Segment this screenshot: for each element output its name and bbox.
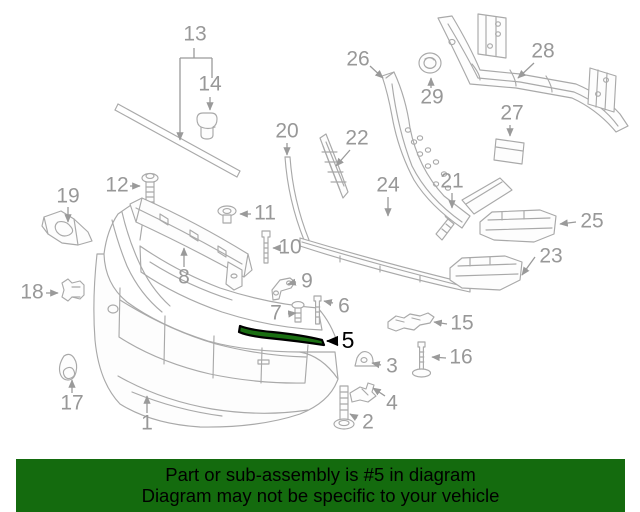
callout-28: 28 <box>531 40 554 63</box>
part-8-upper-reinforcement <box>129 197 253 291</box>
part-4-stud-clip <box>349 382 377 403</box>
part-6-bolt <box>313 295 322 325</box>
callout-1: 1 <box>141 412 153 435</box>
part-14-push-clip <box>196 112 218 140</box>
part-23-side-grille <box>449 255 523 291</box>
callout-numbers: 1 2 3 4 5 6 7 8 9 10 11 12 13 14 15 16 1… <box>20 23 603 435</box>
part-13-molding-strip <box>114 103 241 178</box>
part-11-grommet <box>217 205 237 224</box>
callout-20: 20 <box>275 120 298 143</box>
part-7-screw <box>291 301 305 323</box>
callout-7: 7 <box>270 302 282 325</box>
callout-10: 10 <box>278 236 301 259</box>
callout-2: 2 <box>362 411 374 434</box>
callout-19: 19 <box>56 185 79 208</box>
diagram-notice-banner: Part or sub-assembly is #5 in diagram Di… <box>16 459 625 512</box>
callout-18: 18 <box>20 281 43 304</box>
callout-21: 21 <box>440 170 463 193</box>
callout-25: 25 <box>580 210 603 233</box>
callout-15: 15 <box>450 312 473 335</box>
callout-5-highlighted: 5 <box>342 327 355 353</box>
callout-26: 26 <box>346 48 369 71</box>
part-22-grille-section <box>319 133 349 199</box>
part-20-side-trim <box>284 156 310 241</box>
callout-8: 8 <box>178 266 190 289</box>
part-24-lower-moulding <box>299 237 471 293</box>
callout-4: 4 <box>386 392 398 415</box>
callout-17: 17 <box>60 392 83 415</box>
part-25-upper-side-grille <box>479 209 557 243</box>
callout-27: 27 <box>500 102 523 125</box>
part-15-retainer <box>387 312 435 332</box>
notice-line-2: Diagram may not be specific to your vehi… <box>141 484 500 506</box>
part-10-long-bolt <box>261 230 271 264</box>
part-9-bracket <box>271 277 296 301</box>
callout-12: 12 <box>105 174 128 197</box>
callout-3: 3 <box>386 355 398 378</box>
callout-9: 9 <box>301 270 313 293</box>
callout-22: 22 <box>345 127 368 150</box>
part-29-fastener <box>418 52 442 74</box>
part-5-highlighted-trim-strip <box>237 324 326 347</box>
callout-16: 16 <box>449 346 472 369</box>
callout-11: 11 <box>254 202 276 225</box>
part-27-plate <box>493 138 525 165</box>
callout-24: 24 <box>376 174 400 197</box>
part-18-clip <box>61 278 85 302</box>
notice-line-1: Part or sub-assembly is #5 in diagram <box>165 463 476 485</box>
leader-lines <box>46 48 577 422</box>
callout-23: 23 <box>539 245 562 268</box>
part-28-impact-bar-right <box>437 13 629 133</box>
part-16-bolt <box>411 341 432 378</box>
part-26-impact-bar-left <box>381 71 513 229</box>
part-2-flange-bolt <box>333 385 355 430</box>
part-17-hook-clip <box>58 353 78 381</box>
part-19-corner-trim <box>41 210 93 246</box>
callout-13: 13 <box>183 23 206 46</box>
callout-14: 14 <box>198 73 222 96</box>
callout-29: 29 <box>420 86 443 109</box>
callout-6: 6 <box>338 295 350 318</box>
